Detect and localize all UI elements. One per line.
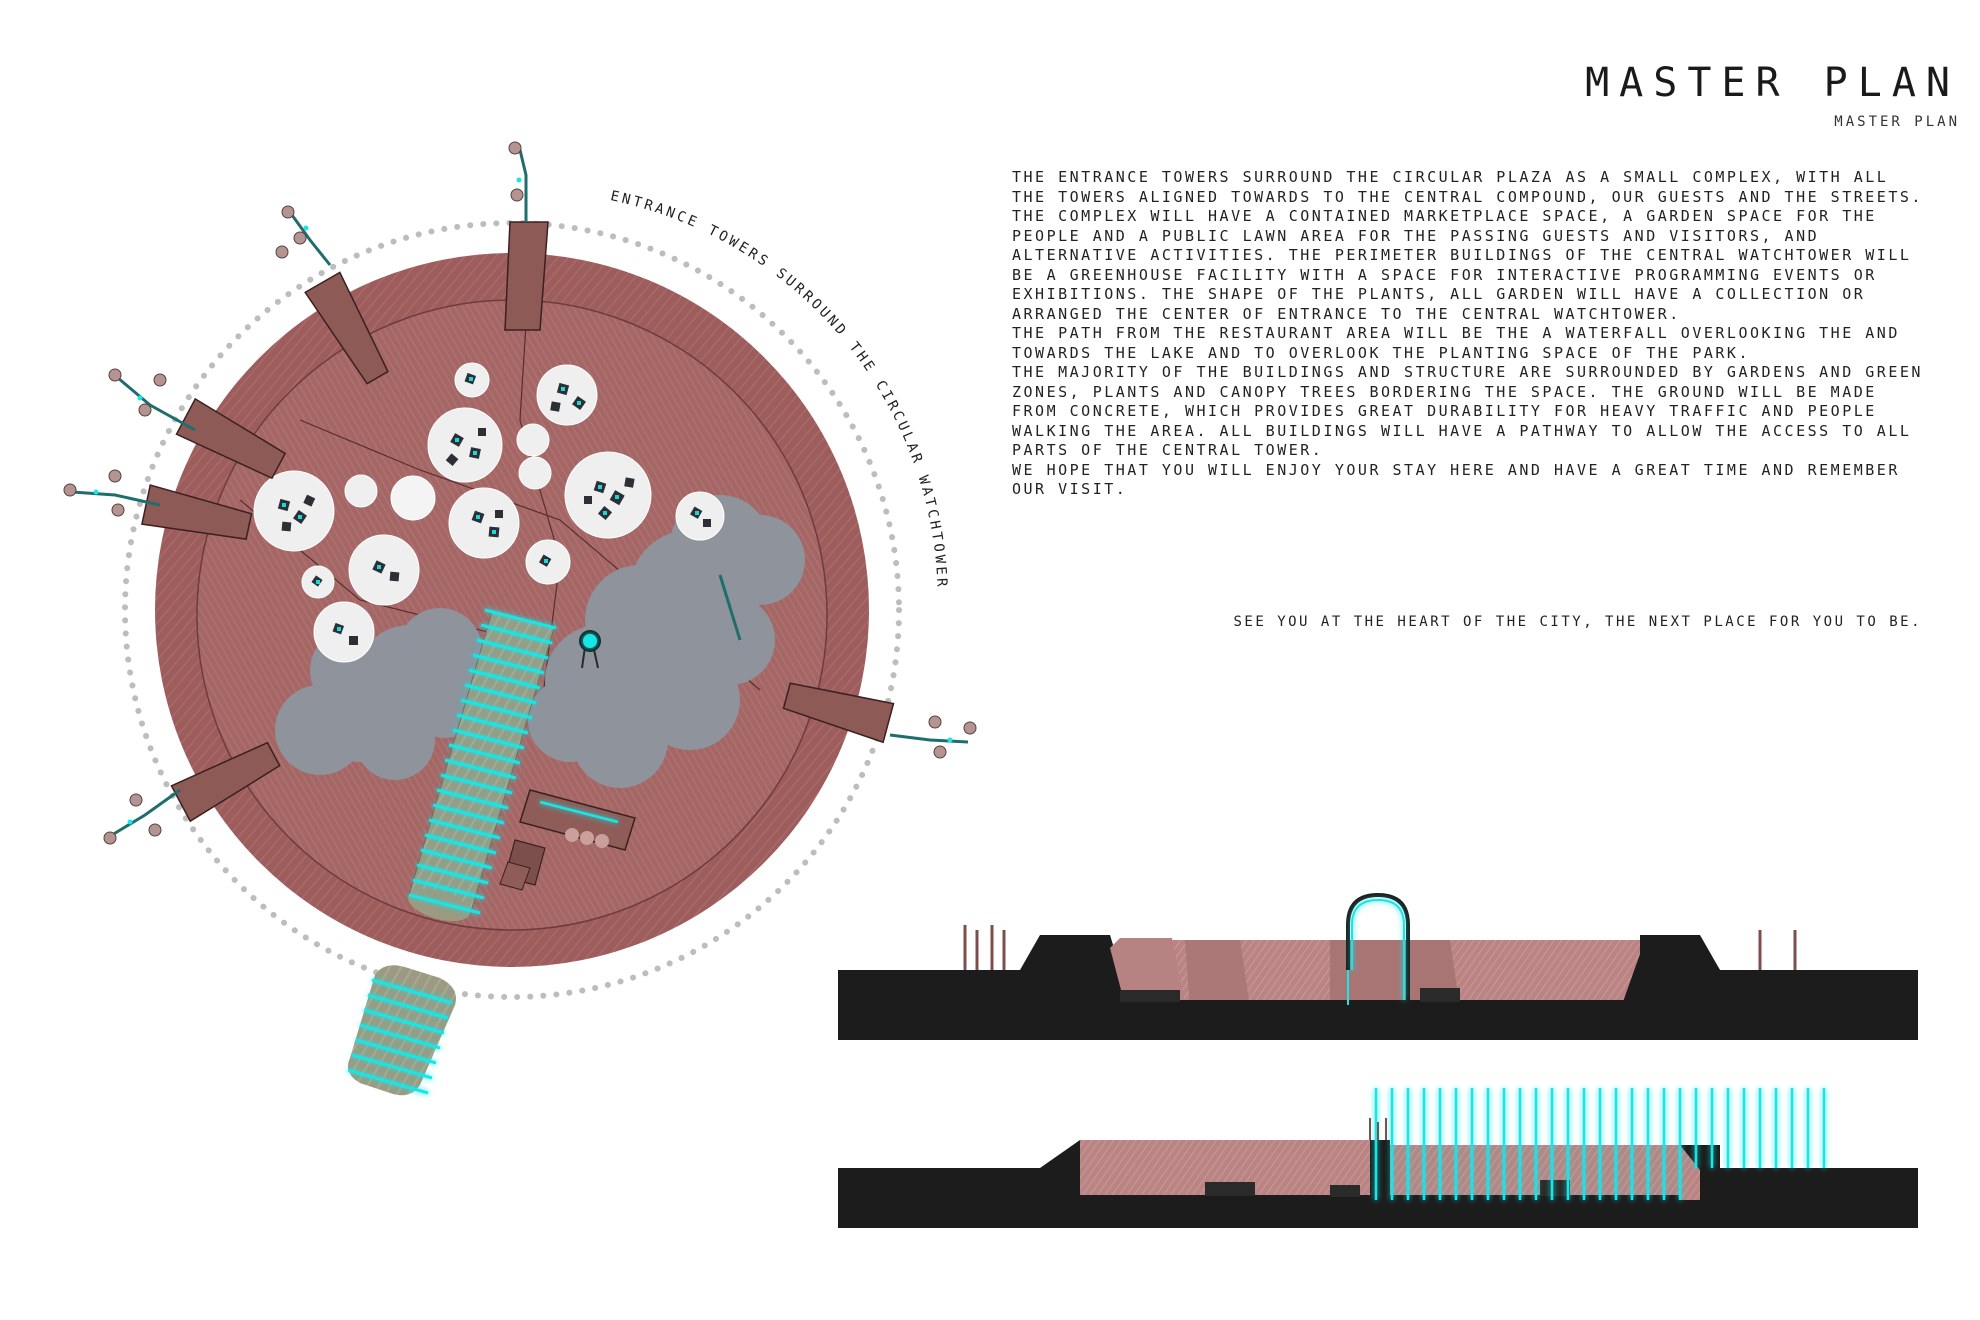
pond-east (528, 495, 805, 788)
section-upper-light (1248, 665, 1410, 1005)
tower-north (504, 221, 549, 331)
bridge-light-bars (408, 608, 557, 915)
section-lower-light-columns (1374, 1088, 1826, 1200)
description-paragraph: THE PATH FROM THE RESTAURANT AREA WILL B… (1012, 324, 1900, 362)
tower-west (141, 484, 253, 540)
description-block: THE ENTRANCE TOWERS SURROUND THE CIRCULA… (1012, 168, 1927, 500)
page-title: MASTER PLAN (1585, 60, 1960, 106)
tower-north-west (304, 271, 389, 385)
description-paragraph: THE MAJORITY OF THE BUILDINGS AND STRUCT… (1012, 363, 1923, 459)
tagline: SEE YOU AT THE HEART OF THE CITY, THE NE… (1233, 614, 1922, 630)
garden-domes (253, 362, 725, 663)
description-paragraph: WE HOPE THAT YOU WILL ENJOY YOUR STAY HE… (1012, 460, 1900, 499)
page-subtitle: MASTER PLAN (1834, 114, 1960, 130)
section-upper-poles (963, 925, 1797, 970)
ring-caption: ENTRANCE TOWERS SURROUND THE CIRCULAR WA… (609, 188, 950, 590)
section-lower (838, 1140, 1918, 1228)
garden-planter-cores (282, 377, 699, 631)
description-paragraph: THE ENTRANCE TOWERS SURROUND THE CIRCULA… (1012, 168, 1923, 206)
description-paragraph: THE COMPLEX WILL HAVE A CONTAINED MARKET… (1012, 207, 1912, 323)
outer-pier-light-bars (347, 978, 453, 1095)
tower-west-upper (175, 397, 287, 480)
section-lower-pole-tops (1369, 1118, 1387, 1140)
lamp-post-cyan-tips (93, 177, 953, 825)
pavilion-south (499, 789, 636, 891)
lamp-posts (63, 141, 977, 845)
tower-access-paths (71, 149, 969, 837)
section-upper (838, 935, 1918, 1040)
tower-east (782, 682, 895, 744)
pond-west (275, 608, 483, 780)
tower-south-west (170, 741, 281, 823)
central-beacon (579, 630, 601, 669)
